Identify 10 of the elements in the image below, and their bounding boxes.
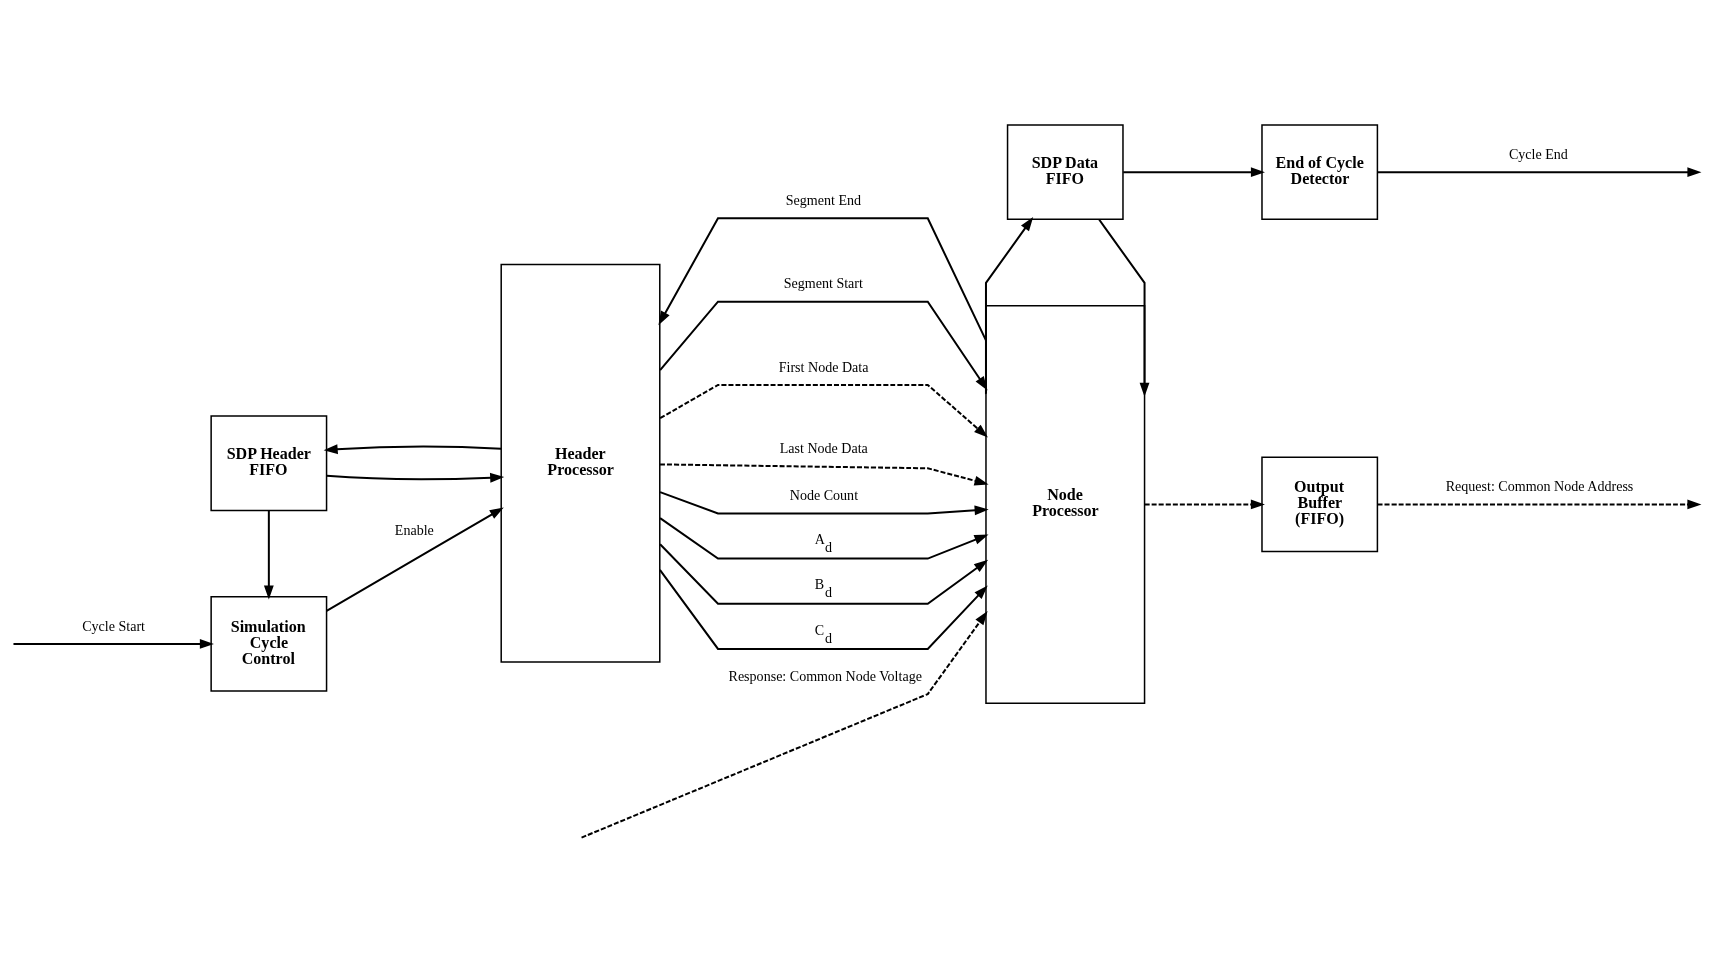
edge-label: Response: Common Node Voltage: [728, 667, 922, 684]
edge-label: Cycle Start: [82, 617, 145, 634]
edge-label: Node Count: [789, 486, 859, 503]
edge-label: Cycle End: [1508, 145, 1568, 162]
edge-label: Last Node Data: [779, 439, 868, 456]
edge-label: Segment Start: [783, 274, 863, 291]
edge-label: First Node Data: [778, 358, 869, 375]
edge-label: Segment End: [785, 191, 862, 208]
edge-label: Request: Common Node Address: [1445, 477, 1634, 494]
edge-label: Enable: [394, 521, 434, 538]
